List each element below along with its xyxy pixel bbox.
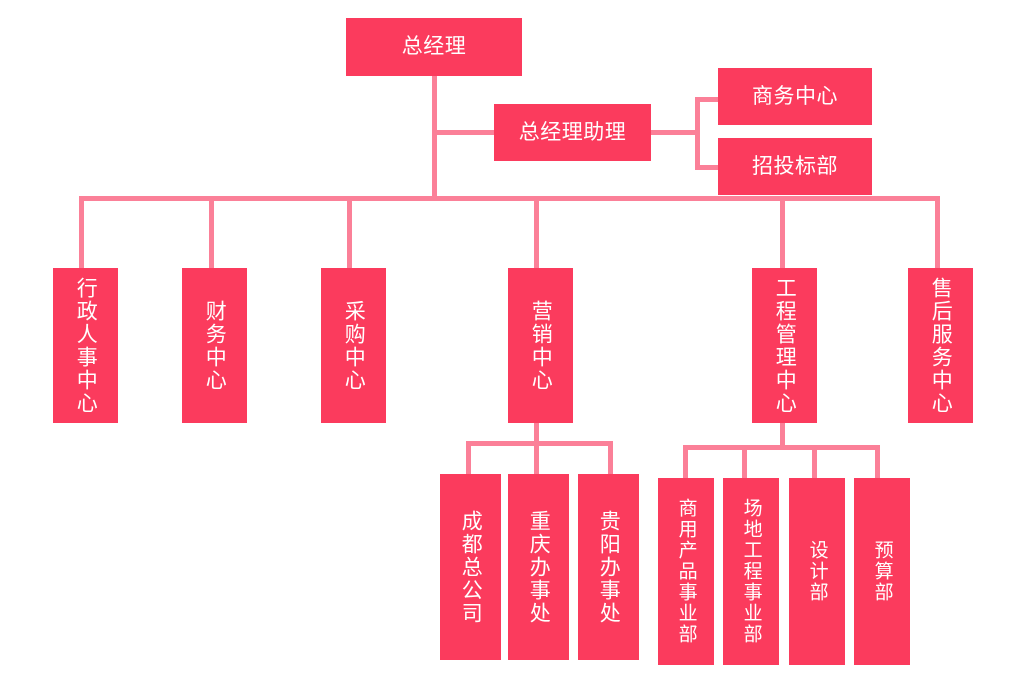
node-bidding-dept[interactable]: 招投标部 xyxy=(718,138,872,195)
node-admin-hr-center[interactable]: 行政人事中心 xyxy=(53,268,118,423)
connector-gm-trunk xyxy=(432,76,437,200)
connector-assistant-stem xyxy=(651,130,699,135)
node-guiyang-office-label: 贵阳办事处 xyxy=(597,509,622,625)
connector-engineering-stem xyxy=(780,423,785,449)
connector-assistant-bracket xyxy=(695,97,700,170)
node-marketing-center[interactable]: 营销中心 xyxy=(508,268,573,423)
node-gm[interactable]: 总经理 xyxy=(346,18,522,76)
connector-drop-admin-hr xyxy=(79,196,84,268)
node-finance-center[interactable]: 财务中心 xyxy=(182,268,247,423)
node-chengdu-hq-label: 成都总公司 xyxy=(459,509,484,625)
connector-marketing-stem xyxy=(534,423,539,445)
node-budget-dept[interactable]: 预算部 xyxy=(854,478,910,665)
node-commercial-product-div[interactable]: 商用产品事业部 xyxy=(658,478,714,665)
node-guiyang-office[interactable]: 贵阳办事处 xyxy=(578,474,639,660)
connector-drop-budget xyxy=(875,445,880,480)
node-gm-assistant[interactable]: 总经理助理 xyxy=(494,104,651,161)
connector-drop-chengdu xyxy=(466,441,471,476)
connector-drop-site-engineering xyxy=(742,445,747,480)
connector-drop-finance xyxy=(209,196,214,268)
connector-marketing-bus xyxy=(466,441,613,446)
node-design-dept[interactable]: 设计部 xyxy=(789,478,845,665)
node-chengdu-hq[interactable]: 成都总公司 xyxy=(440,474,501,660)
connector-to-bidding-dept xyxy=(695,165,722,170)
node-site-engineering-div-label: 场地工程事业部 xyxy=(740,498,762,645)
node-gm-assistant-label: 总经理助理 xyxy=(518,119,627,144)
connector-drop-commercial-product xyxy=(683,445,688,480)
node-gm-label: 总经理 xyxy=(401,34,467,59)
connector-drop-procurement xyxy=(347,196,352,268)
node-engineering-mgmt-center[interactable]: 工程管理中心 xyxy=(752,268,817,423)
node-procurement-center[interactable]: 采购中心 xyxy=(321,268,386,423)
connector-drop-aftersales xyxy=(935,196,940,268)
node-marketing-center-label: 营销中心 xyxy=(529,299,554,392)
node-design-dept-label: 设计部 xyxy=(806,540,828,603)
connector-drop-engineering xyxy=(780,196,785,268)
node-aftersales-center-label: 售后服务中心 xyxy=(929,276,954,415)
connector-drop-guiyang xyxy=(608,441,613,476)
node-chongqing-office-label: 重庆办事处 xyxy=(527,509,552,625)
node-procurement-center-label: 采购中心 xyxy=(342,299,367,392)
node-finance-center-label: 财务中心 xyxy=(203,299,228,392)
connector-drop-design xyxy=(812,445,817,480)
connector-to-business-center xyxy=(695,97,722,102)
node-business-center[interactable]: 商务中心 xyxy=(718,68,872,125)
node-business-center-label: 商务中心 xyxy=(752,83,838,108)
node-engineering-mgmt-center-label: 工程管理中心 xyxy=(773,276,798,415)
node-commercial-product-div-label: 商用产品事业部 xyxy=(675,498,697,645)
connector-gm-to-assistant xyxy=(432,130,498,135)
connector-drop-chongqing xyxy=(534,441,539,476)
connector-main-bus xyxy=(79,196,940,201)
node-aftersales-center[interactable]: 售后服务中心 xyxy=(908,268,973,423)
node-budget-dept-label: 预算部 xyxy=(871,540,893,603)
connector-drop-marketing xyxy=(534,196,539,268)
node-bidding-dept-label: 招投标部 xyxy=(752,153,838,178)
node-chongqing-office[interactable]: 重庆办事处 xyxy=(508,474,569,660)
node-site-engineering-div[interactable]: 场地工程事业部 xyxy=(723,478,779,665)
connector-engineering-bus xyxy=(683,445,880,450)
node-admin-hr-center-label: 行政人事中心 xyxy=(74,276,99,415)
